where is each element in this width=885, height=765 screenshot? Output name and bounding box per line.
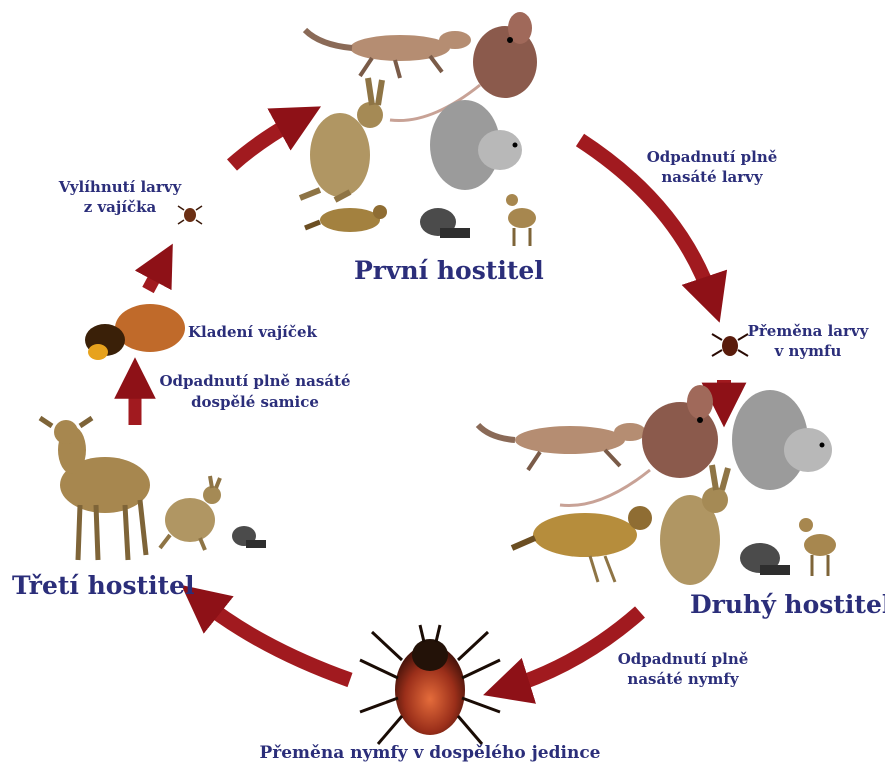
- hare-icon: [160, 476, 221, 550]
- thrush-bird-icon: [512, 506, 652, 582]
- drop-female-label-line2: dospělé samice: [191, 393, 319, 411]
- nymph-icon: [712, 334, 748, 356]
- third-host-label: Třetí hostitel: [12, 571, 195, 600]
- hedgehog-icon: [232, 526, 266, 548]
- squirrel-icon: [430, 100, 522, 190]
- deer-icon: [40, 418, 150, 560]
- squirrel-icon: [732, 390, 832, 490]
- adult-tick-icon: [360, 625, 500, 744]
- third-host-animals: [40, 418, 266, 560]
- hare-icon: [660, 465, 728, 585]
- molt-nymph-label: Přeměna nymfy v dospělého jedince: [259, 743, 600, 763]
- drop-female-label-line1: Odpadnutí plně nasáté: [159, 372, 350, 390]
- thrush-bird-icon: [305, 205, 387, 232]
- drop-larvae-label-line1: Odpadnutí plně: [647, 148, 778, 166]
- first-host-label: První hostitel: [354, 256, 544, 285]
- second-host-animals: [478, 385, 836, 585]
- deer-icon: [506, 194, 536, 246]
- arrow-to-first-host: [232, 118, 300, 165]
- hare-icon: [300, 78, 383, 200]
- hatch-label-line1: Vylíhnutí larvy: [58, 178, 183, 196]
- second-host-label: Druhý hostitel: [690, 590, 885, 619]
- hedgehog-icon: [740, 543, 790, 575]
- hatch-label-line2: z vajíčka: [84, 198, 157, 216]
- arrow-to-hatch: [148, 262, 163, 290]
- lizard-icon: [478, 423, 646, 470]
- larva-icon: [178, 206, 202, 224]
- molt-larva-label-line1: Přeměna larvy: [748, 322, 870, 340]
- egg-laying-label: Kladení vajíček: [188, 323, 318, 341]
- deer-icon: [799, 518, 836, 576]
- egg-cluster-icon: [85, 304, 185, 360]
- first-host-animals: [300, 12, 537, 246]
- lizard-icon: [305, 30, 471, 78]
- drop-larvae-label-line2: nasáté larvy: [661, 168, 764, 186]
- molt-larva-label-line2: v nymfu: [774, 342, 842, 360]
- drop-nymph-label-line1: Odpadnutí plně: [618, 650, 749, 668]
- hedgehog-icon: [420, 208, 470, 238]
- arrow-to-third-host: [200, 600, 350, 680]
- drop-nymph-label-line2: nasáté nymfy: [627, 670, 739, 688]
